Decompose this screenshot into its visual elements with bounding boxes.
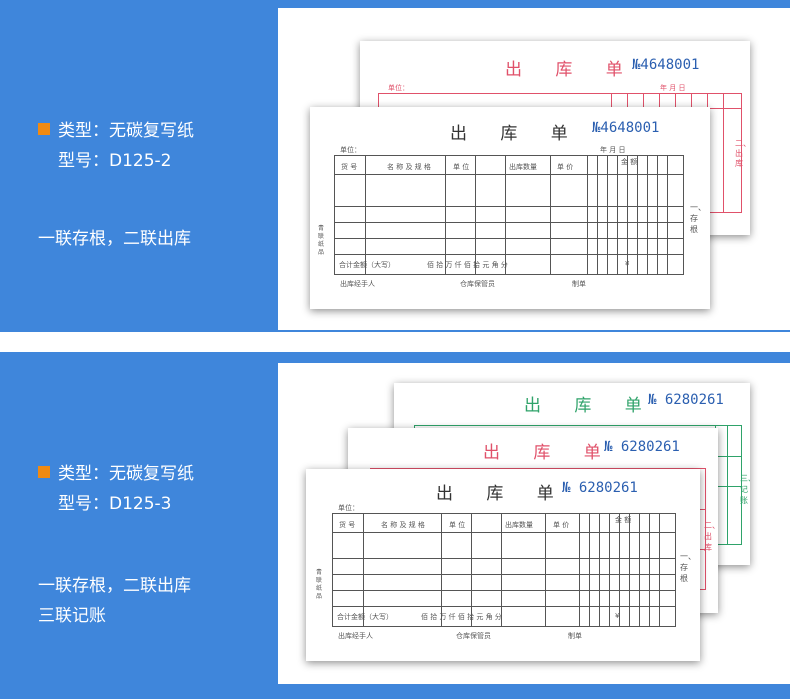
total-units: 佰 拾 万 仟 佰 拾 元 角 分 [427, 261, 508, 269]
desc-line: 一联存根，二联出库 [38, 576, 191, 596]
header-price: 单 价 [557, 163, 574, 171]
signer-keeper: 仓库保管员 [456, 632, 491, 640]
header-sku: 货 号 [341, 163, 358, 171]
product-panel-2: 类型：无碳复写纸 型号：D125-3 一联存根，二联出库 三联记账 出 库 单 … [0, 352, 790, 699]
form-unit: 单位： [388, 84, 409, 92]
header-unit: 单 位 [449, 521, 466, 529]
bullet-icon [38, 466, 50, 478]
copy-label: 一、存根 [680, 552, 696, 583]
desc-line: 一联存根，二联出库 [38, 229, 191, 249]
copy-label: 二、出库 [704, 521, 718, 552]
form-grid: 货 号 名 称 及 规 格 单 位 出库数量 单 价 金 额 合计金额（大写） … [332, 513, 676, 627]
model-line: 型号：D125-2 [58, 151, 172, 171]
form-number: №4648001 [592, 120, 660, 136]
copy-label: 三、记账 [740, 474, 750, 505]
form-date: 年 月 日 [660, 84, 686, 92]
signer-maker: 制单 [568, 632, 582, 640]
form-title: 出 库 单 [436, 484, 568, 504]
form-unit: 单位： [340, 146, 361, 154]
form-title: 出 库 单 [483, 443, 615, 463]
header-unit: 单 位 [453, 163, 470, 171]
total-label: 合计金额（大写） [337, 613, 393, 621]
header-amount: 金 额 [615, 516, 632, 524]
header-name: 名 称 及 规 格 [381, 521, 425, 529]
model-line: 型号：D125-3 [58, 494, 172, 514]
copy-label: 二、出库 [735, 139, 750, 168]
signer-handler: 出库经手人 [340, 280, 375, 288]
form-date: 年 月 日 [600, 146, 626, 154]
signer-keeper: 仓库保管员 [460, 280, 495, 288]
form-number: №4648001 [632, 57, 700, 73]
copy-label: 一、存根 [690, 203, 706, 234]
header-name: 名 称 及 规 格 [387, 163, 431, 171]
side-note: 青联纸品 [318, 225, 325, 256]
product-photo-2: 出 库 单 № 6280261 三、记账 出 库 单 № 6280261 二、出… [278, 363, 790, 684]
type-line: 类型：无碳复写纸 [58, 121, 194, 141]
header-qty: 出库数量 [505, 521, 533, 529]
form-title: 出 库 单 [524, 396, 656, 416]
yen-sign: ¥ [625, 260, 630, 268]
header-sku: 货 号 [339, 521, 356, 529]
form-title: 出 库 单 [505, 60, 637, 80]
form-unit: 单位： [338, 504, 359, 512]
signer-maker: 制单 [572, 280, 586, 288]
product-info-1: 类型：无碳复写纸 型号：D125-2 一联存根，二联出库 [38, 116, 194, 254]
form-number: № 6280261 [648, 392, 724, 408]
yen-sign: ¥ [615, 612, 620, 620]
signer-handler: 出库经手人 [338, 632, 373, 640]
side-note: 青联纸品 [316, 569, 323, 600]
header-amount: 金 额 [621, 158, 638, 166]
total-label: 合计金额（大写） [339, 261, 395, 269]
product-panel-1: 类型：无碳复写纸 型号：D125-2 一联存根，二联出库 出 库 单 №4648… [0, 0, 790, 332]
header-price: 单 价 [553, 521, 570, 529]
form-number: № 6280261 [562, 480, 638, 496]
header-qty: 出库数量 [509, 163, 537, 171]
form-grid: 货 号 名 称 及 规 格 单 位 出库数量 单 价 金 额 合计金额（大写） … [334, 155, 684, 275]
type-line: 类型：无碳复写纸 [58, 464, 194, 484]
form-sheet-copy1: 出 库 单 №4648001 单位： 年 月 日 [310, 107, 710, 309]
form-sheet-copy1: 出 库 单 № 6280261 单位： [306, 469, 700, 661]
desc-line: 三联记账 [38, 606, 106, 626]
product-photo-1: 出 库 单 №4648001 年 月 日 单位： 二、出库 出 库 单 №464… [278, 8, 790, 330]
form-title: 出 库 单 [450, 124, 582, 144]
form-number: № 6280261 [604, 439, 680, 455]
total-units: 佰 拾 万 仟 佰 拾 元 角 分 [421, 613, 502, 621]
product-info-2: 类型：无碳复写纸 型号：D125-3 一联存根，二联出库 三联记账 [38, 459, 194, 631]
bullet-icon [38, 123, 50, 135]
